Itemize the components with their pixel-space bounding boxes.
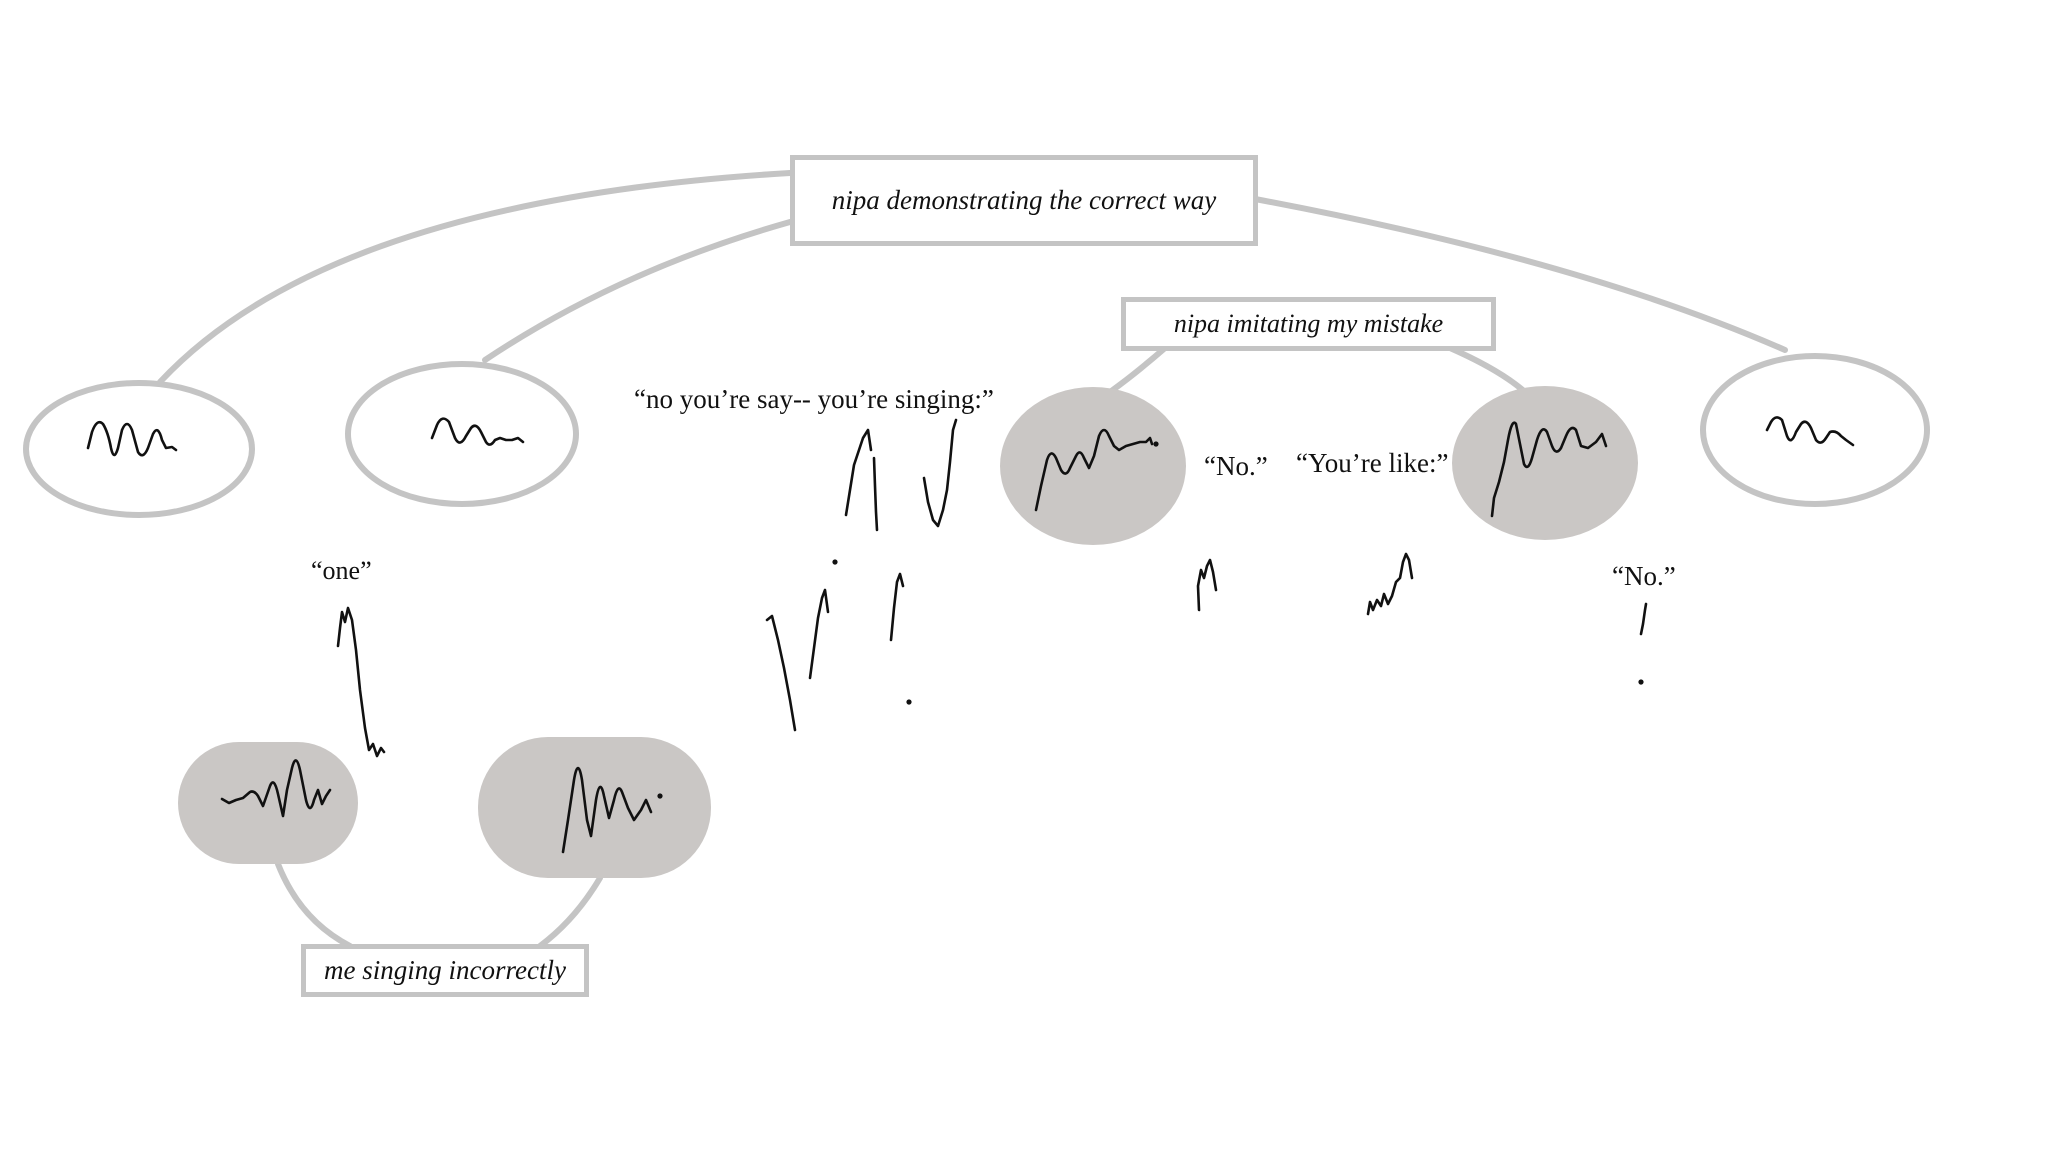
contour-no-1 bbox=[1196, 558, 1218, 612]
pitch-node-imitation-2 bbox=[1452, 386, 1638, 540]
label-singing-incorrectly-text: me singing incorrectly bbox=[324, 955, 566, 985]
label-singing-incorrectly: me singing incorrectly bbox=[301, 944, 589, 997]
contour-node-correct-2 bbox=[430, 417, 525, 446]
contour-node-correct-1 bbox=[86, 420, 178, 457]
pitch-node-incorrect-1 bbox=[178, 742, 358, 864]
contour-node-correct-3 bbox=[1765, 416, 1855, 447]
contour-singing-6 bbox=[889, 572, 905, 642]
label-correct-way: nipa demonstrating the correct way bbox=[790, 155, 1258, 246]
contour-dot-4 bbox=[657, 793, 663, 799]
connector-mistake-to-node5 bbox=[1107, 345, 1168, 395]
connectors bbox=[157, 170, 1788, 949]
label-correct-way-text: nipa demonstrating the correct way bbox=[831, 185, 1217, 215]
connector-correct-to-node2 bbox=[482, 219, 793, 363]
contour-dot-2 bbox=[906, 699, 912, 705]
contour-singing-3 bbox=[922, 418, 958, 528]
quote-no-2: “No.” bbox=[1612, 561, 1676, 591]
contour-dot-5 bbox=[1153, 441, 1159, 447]
label-imitating-mistake-text: nipa imitating my mistake bbox=[1173, 309, 1444, 338]
quote-youre-like: “You’re like:” bbox=[1296, 448, 1449, 478]
contour-singing-5 bbox=[808, 588, 830, 680]
connector-correct-to-node1 bbox=[157, 170, 793, 385]
contour-singing-1 bbox=[844, 428, 873, 517]
contour-one bbox=[336, 606, 386, 758]
connector-correct-to-node7 bbox=[1252, 196, 1788, 353]
pitch-node-correct-3 bbox=[1700, 353, 1930, 507]
label-imitating-mistake: nipa imitating my mistake bbox=[1121, 297, 1496, 351]
contour-dot-3 bbox=[1638, 679, 1644, 685]
contour-dot-1 bbox=[832, 559, 838, 565]
incorrect-nodes bbox=[178, 386, 1638, 878]
correct-nodes bbox=[23, 353, 1930, 518]
connector-mistake-to-node6 bbox=[1447, 345, 1528, 395]
contour-node-incorrect-2 bbox=[561, 766, 653, 854]
contour-singing-4 bbox=[765, 614, 797, 732]
contour-node-imitation-2 bbox=[1490, 421, 1608, 518]
contour-node-imitation-1 bbox=[1034, 428, 1154, 512]
pitch-node-correct-2 bbox=[345, 361, 579, 507]
connector-incorrect-to-node3 bbox=[275, 861, 353, 949]
pitch-node-correct-1 bbox=[23, 380, 255, 518]
quote-one: “one” bbox=[311, 556, 372, 585]
contour-singing-2 bbox=[872, 456, 879, 532]
quote-no-youre-singing: “no you’re say-- you’re singing:” bbox=[634, 384, 994, 414]
connector-incorrect-to-node4 bbox=[537, 875, 603, 949]
contour-no-2 bbox=[1639, 602, 1648, 636]
contour-node-incorrect-1 bbox=[220, 759, 332, 818]
quote-no-1: “No.” bbox=[1204, 451, 1268, 481]
pitch-node-imitation-1 bbox=[1000, 387, 1186, 545]
pitch-contours bbox=[86, 416, 1855, 854]
contour-youre-like bbox=[1366, 552, 1414, 616]
